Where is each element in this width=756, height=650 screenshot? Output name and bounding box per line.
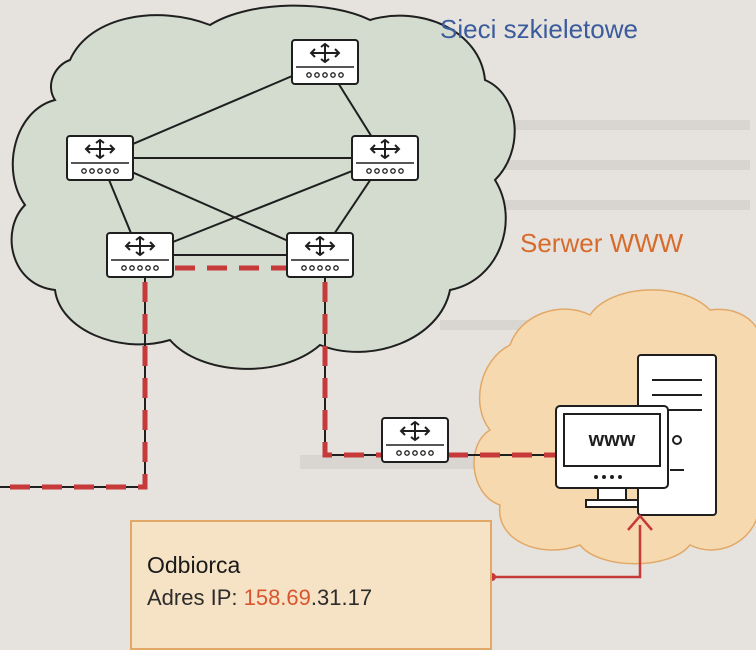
ip-prefix: Adres IP: [147,585,244,610]
routers [66,39,449,463]
server-screen-text: www [588,429,636,451]
computer-icon: www [555,354,717,516]
router-icon [66,135,134,181]
ip-rest: .31.17 [310,585,373,610]
network-diagram: www Sieci szkieletowe Serwer WWW Odbiorc… [0,4,756,650]
arrow-up-icon [627,514,653,531]
router-icon [381,417,449,463]
recipient-title: Odbiorca [147,552,241,578]
router-icon [286,232,354,278]
backbone-cloud [10,4,516,370]
ip-highlight: 158.69 [243,585,311,610]
router-icon [106,232,174,278]
server-label: Serwer WWW [520,228,684,258]
router-icon [291,39,359,85]
recipient-ip: Adres IP: 158.69.31.17 [147,585,372,611]
router-icon [351,135,419,181]
recipient-box: Odbiorca Adres IP: 158.69.31.17 [130,520,492,650]
route-highlight [0,265,560,490]
diagram-canvas: www [0,4,756,581]
backbone-label: Sieci szkieletowe [440,14,638,44]
